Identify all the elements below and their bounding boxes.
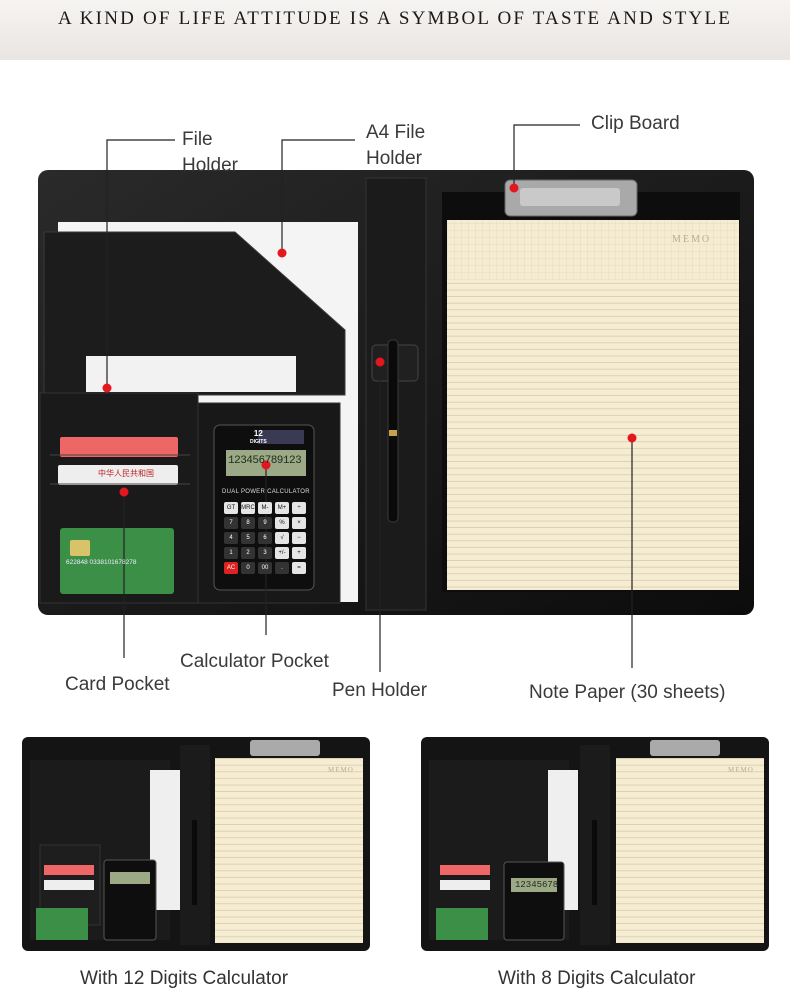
- label-a4-line2: Holder: [366, 148, 422, 169]
- calc-key: .: [275, 562, 289, 574]
- calc-key: 7: [224, 517, 238, 529]
- label-file-holder-line2: Holder: [182, 155, 238, 176]
- calc-key: AC: [224, 562, 238, 574]
- banner-title: A KIND OF LIFE ATTITUDE IS A SYMBOL OF T…: [57, 8, 733, 29]
- calc-key: =: [292, 562, 306, 574]
- bank-card-number: 622848 0338101678278: [66, 559, 137, 566]
- calc-key: 6: [258, 532, 272, 544]
- calc-key: 0: [241, 562, 255, 574]
- calc-key: −: [292, 532, 306, 544]
- calc-key: M+: [275, 502, 289, 514]
- marker-calculator-pocket: [261, 460, 271, 470]
- calc-key: 8: [241, 517, 255, 529]
- label-a4-line1: A4 File: [366, 122, 426, 143]
- file-holder-flap: [43, 231, 346, 396]
- memo-header: MEMO: [672, 234, 712, 245]
- marker-note-paper: [627, 433, 637, 443]
- calc-key: 5: [241, 532, 255, 544]
- calc-key: √: [275, 532, 289, 544]
- label-file-holder-line1: File: [182, 129, 213, 150]
- digits-badge-word: DIGITS: [250, 439, 267, 445]
- calculator-model: DUAL POWER CALCULATOR: [222, 489, 310, 495]
- marker-pen-holder: [375, 357, 385, 367]
- card-2: [58, 465, 178, 485]
- inner-paper: [86, 356, 296, 392]
- marker-file-holder: [102, 383, 112, 393]
- calc-key: 1: [224, 547, 238, 559]
- calc-key: 00: [258, 562, 272, 574]
- marker-card-pocket: [119, 487, 129, 497]
- calculator-display-text: 123456789123: [228, 455, 302, 467]
- card-1: [60, 437, 178, 457]
- marker-clip-board: [509, 183, 519, 193]
- id-card-label: 中华人民共和国: [98, 469, 154, 478]
- digits-badge: 12 DIGITS: [250, 430, 267, 446]
- memo-header-small-left: MEMO: [328, 766, 354, 774]
- calc-key: M-: [258, 502, 272, 514]
- digits-badge-number: 12: [253, 429, 263, 438]
- thumbnail-12-digits: [22, 737, 370, 951]
- thumbnail-8-digits: [421, 737, 769, 951]
- calc-key: ÷: [292, 502, 306, 514]
- calc-key: +: [292, 547, 306, 559]
- calculator-keypad: GT MRC M- M+ ÷ 7 8 9 % × 4 5 6 √ − 1 2 3…: [224, 502, 308, 574]
- calc-key: GT: [224, 502, 238, 514]
- label-calculator-pocket: Calculator Pocket: [180, 651, 329, 672]
- calc-key: %: [275, 517, 289, 529]
- calc-key: 9: [258, 517, 272, 529]
- top-banner: [0, 0, 790, 60]
- note-paper: [447, 220, 739, 590]
- label-file-holder: File Holder: [182, 127, 238, 179]
- calc-key: MRC: [241, 502, 255, 514]
- calculator-8-display-text: 12345678: [515, 880, 559, 890]
- caption-8-digits: With 8 Digits Calculator: [498, 968, 696, 989]
- calc-key: ×: [292, 517, 306, 529]
- marker-a4-file-holder: [277, 248, 287, 258]
- calc-key: +/-: [275, 547, 289, 559]
- label-card-pocket: Card Pocket: [65, 674, 170, 695]
- calc-key: 2: [241, 547, 255, 559]
- label-note-paper: Note Paper (30 sheets): [529, 682, 726, 703]
- label-clip-board: Clip Board: [591, 113, 680, 134]
- label-pen-holder: Pen Holder: [332, 680, 428, 701]
- caption-12-digits: With 12 Digits Calculator: [80, 968, 289, 989]
- calc-key: 4: [224, 532, 238, 544]
- memo-header-small-right: MEMO: [728, 766, 754, 774]
- label-a4-file-holder: A4 File Holder: [366, 120, 425, 172]
- calc-key: 3: [258, 547, 272, 559]
